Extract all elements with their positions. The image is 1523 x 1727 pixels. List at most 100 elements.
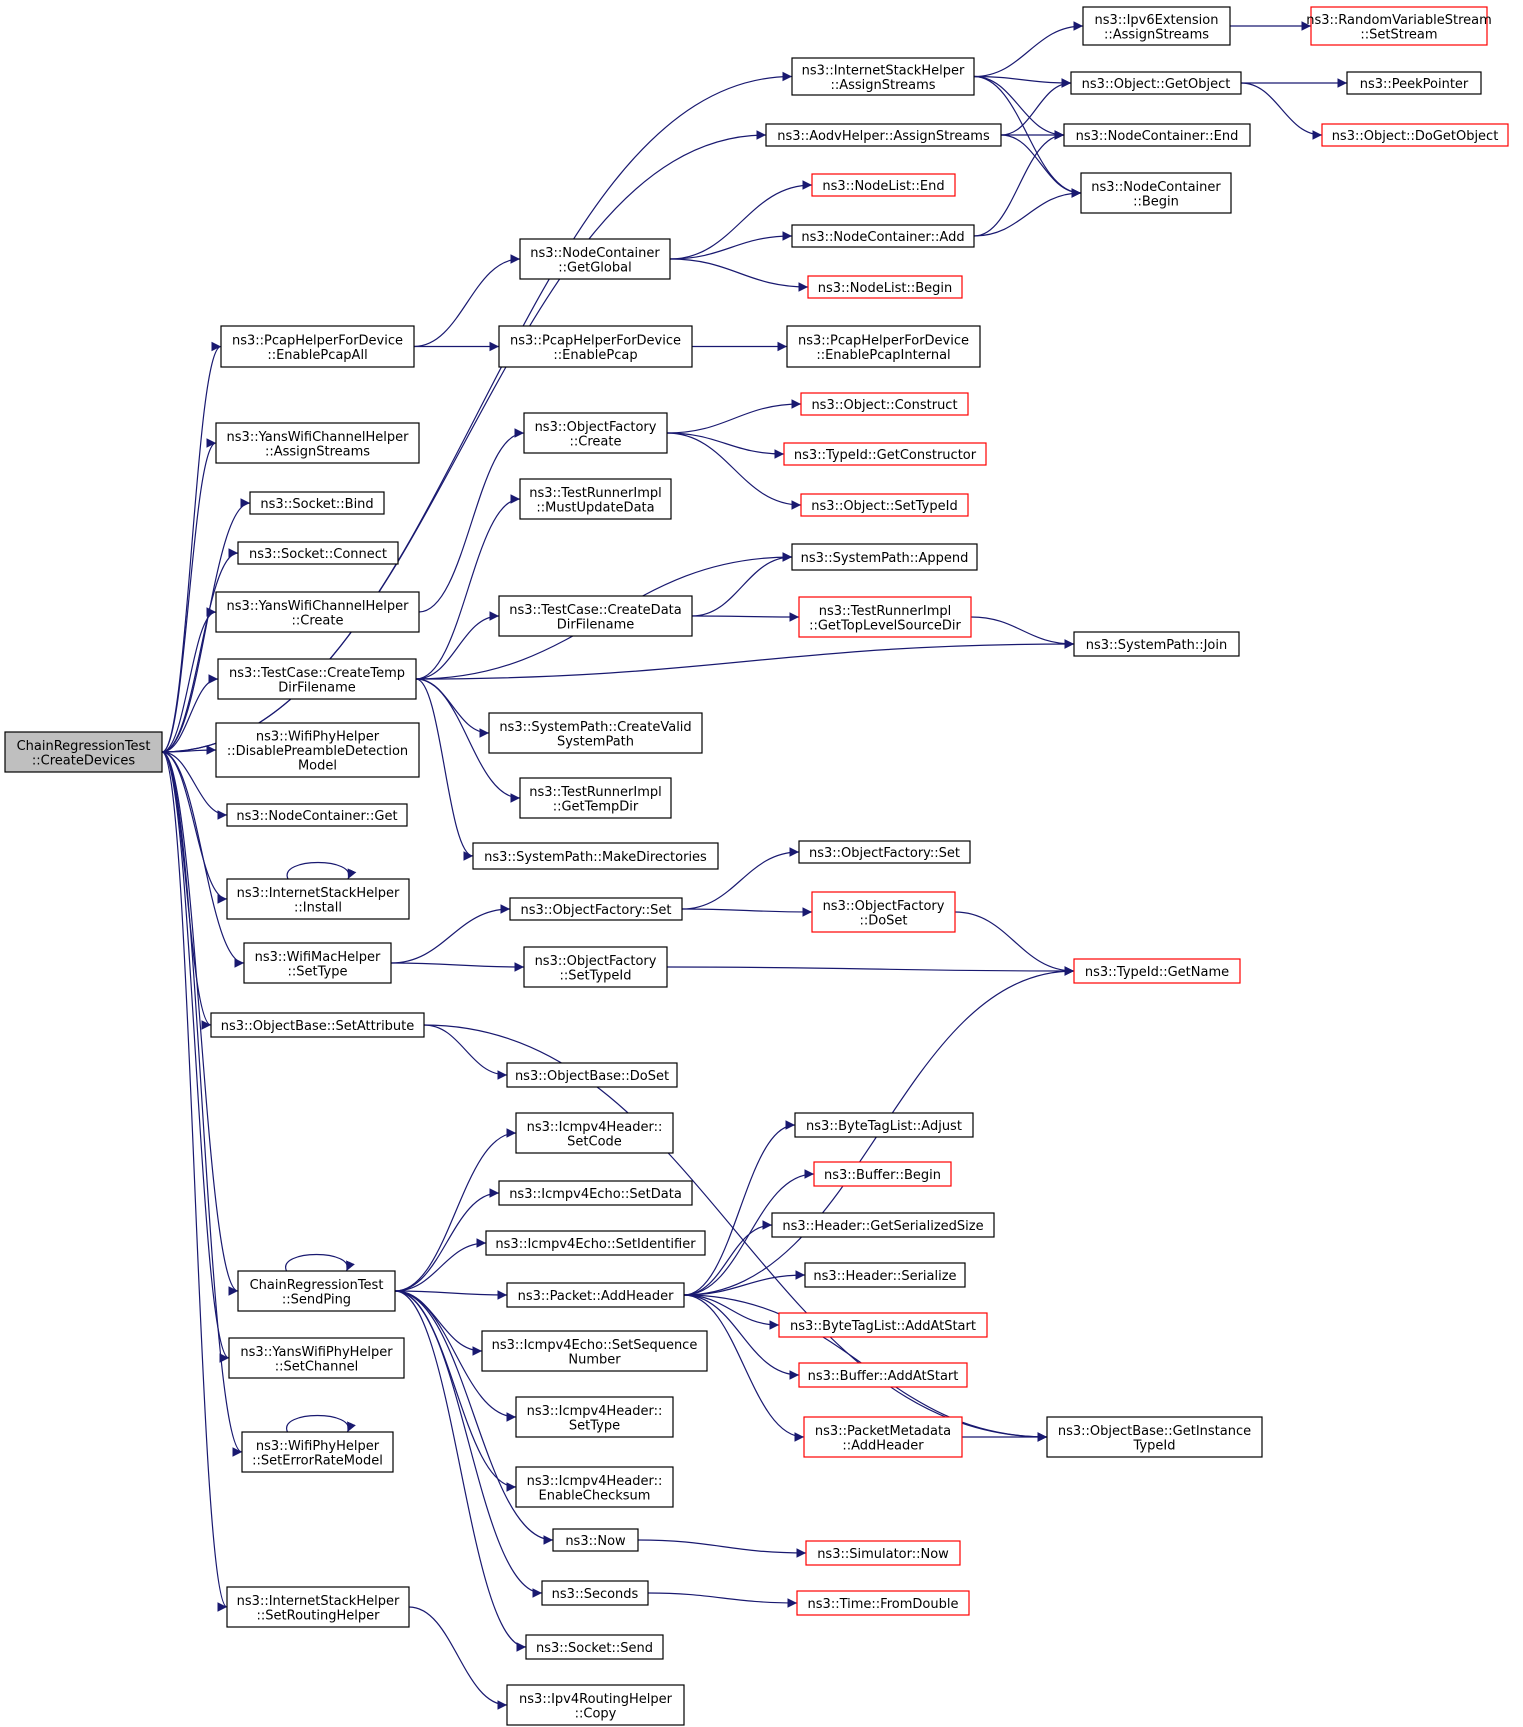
node-n-nc-add[interactable]: ns3::NodeContainer::Add [791, 224, 975, 248]
node-n-ish-srh[interactable]: ns3::InternetStackHelper::SetRoutingHelp… [226, 1586, 410, 1628]
node-n-icmp-setcode[interactable]: ns3::Icmpv4Header::SetCode [515, 1112, 674, 1154]
node-n-echo-setdata[interactable]: ns3::Icmpv4Echo::SetData [498, 1180, 693, 1206]
node-n-dogetobj[interactable]: ns3::Object::DoGetObject [1321, 123, 1509, 147]
node-label-line: ::Copy [575, 1706, 617, 1721]
node-n-sp-md[interactable]: ns3::SystemPath::MakeDirectories [472, 842, 719, 870]
node-root[interactable]: ChainRegressionTest::CreateDevices [4, 731, 163, 773]
node-n-of-set-b[interactable]: ns3::ObjectFactory::Set [509, 897, 683, 921]
node-n-sock-send[interactable]: ns3::Socket::Send [525, 1634, 664, 1660]
node-label-line: ns3::Seconds [552, 1587, 639, 1602]
node-n-pcap[interactable]: ns3::PcapHelperForDevice::EnablePcap [498, 325, 693, 368]
node-n-ipv4rh-copy[interactable]: ns3::Ipv4RoutingHelper::Copy [506, 1684, 685, 1726]
edge-n-crt-sendping-to-n-sock-send [394, 1290, 527, 1652]
node-n-sim-now[interactable]: ns3::Simulator::Now [805, 1540, 961, 1566]
node-n-now[interactable]: ns3::Now [552, 1528, 639, 1552]
edge-line [415, 611, 500, 680]
node-n-pcap-all[interactable]: ns3::PcapHelperForDevice::EnablePcapAll [220, 325, 415, 368]
node-box [4, 731, 163, 773]
node-n-of-settypeid[interactable]: ns3::ObjectFactory::SetTypeId [523, 946, 668, 988]
node-n-nl-begin[interactable]: ns3::NodeList::Begin [807, 275, 963, 299]
node-label-line: ::EnablePcap [553, 348, 637, 363]
node-n-of-create[interactable]: ns3::ObjectFactory::Create [523, 412, 668, 454]
node-n-crt-sendping[interactable]: ChainRegressionTest::SendPing [237, 1270, 396, 1312]
node-box [811, 173, 956, 197]
node-n-ipv6ext[interactable]: ns3::Ipv6Extension::AssignStreams [1082, 6, 1231, 46]
edge-line [161, 745, 217, 755]
edge-line [691, 552, 793, 617]
node-n-pm-addhdr[interactable]: ns3::PacketMetadata::AddHeader [803, 1416, 963, 1458]
node-label-line: ns3::Icmpv4Header:: [527, 1474, 663, 1489]
node-n-wph-serm[interactable]: ns3::WifiPhyHelper::SetErrorRateModel [241, 1431, 394, 1473]
node-n-nl-end[interactable]: ns3::NodeList::End [811, 173, 956, 197]
node-n-sock-bind[interactable]: ns3::Socket::Bind [249, 491, 385, 515]
node-n-buf-aas[interactable]: ns3::Buffer::AddAtStart [798, 1362, 968, 1388]
edge-n-of-doset-to-n-typeid-getname [954, 911, 1075, 976]
node-label-line: ns3::NodeContainer [530, 246, 660, 261]
edge-line [970, 616, 1075, 649]
node-n-tri-gtd[interactable]: ns3::TestRunnerImpl::GetTempDir [519, 777, 672, 819]
node-n-time-fd[interactable]: ns3::Time::FromDouble [796, 1590, 970, 1616]
node-n-pcap-int[interactable]: ns3::PcapHelperForDevice::EnablePcapInte… [786, 325, 981, 368]
node-box [226, 878, 410, 920]
edge-line [394, 1290, 517, 1492]
node-n-btl-aas[interactable]: ns3::ByteTagList::AddAtStart [778, 1312, 988, 1338]
node-n-ywch-create[interactable]: ns3::YansWifiChannelHelper::Create [215, 591, 420, 633]
node-n-aodv-as[interactable]: ns3::AodvHelper::AssignStreams [765, 123, 1002, 147]
node-n-sp-join[interactable]: ns3::SystemPath::Join [1073, 631, 1240, 657]
node-n-nc-begin[interactable]: ns3::NodeContainer::Begin [1080, 172, 1232, 214]
node-n-of-set-a[interactable]: ns3::ObjectFactory::Set [798, 840, 971, 864]
node-label-line: ns3::Buffer::AddAtStart [808, 1369, 959, 1384]
node-n-icmp-settype[interactable]: ns3::Icmpv4Header::SetType [515, 1396, 674, 1438]
node-n-btl-adjust[interactable]: ns3::ByteTagList::Adjust [794, 1112, 974, 1138]
node-n-ob-doset[interactable]: ns3::ObjectBase::DoSet [506, 1062, 678, 1088]
node-n-nc-get[interactable]: ns3::NodeContainer::Get [226, 803, 408, 827]
node-n-buf-begin[interactable]: ns3::Buffer::Begin [813, 1161, 952, 1187]
node-n-typeid-getcons[interactable]: ns3::TypeId::GetConstructor [783, 442, 987, 466]
node-n-obj-construct[interactable]: ns3::Object::Construct [800, 392, 969, 416]
node-n-sp-append[interactable]: ns3::SystemPath::Append [791, 543, 978, 571]
node-n-of-doset[interactable]: ns3::ObjectFactory::DoSet [811, 891, 956, 933]
node-label-line: ns3::AodvHelper::AssignStreams [777, 129, 990, 144]
edge-n-wph-serm-to-n-wph-serm [286, 1414, 356, 1433]
edge-line [415, 639, 1075, 680]
node-n-hdr-gss[interactable]: ns3::Header::GetSerializedSize [771, 1212, 995, 1238]
node-n-ywph-setch[interactable]: ns3::YansWifiPhyHelper::SetChannel [228, 1337, 405, 1379]
node-n-typeid-getname[interactable]: ns3::TypeId::GetName [1073, 958, 1241, 984]
node-n-ywch-as[interactable]: ns3::YansWifiChannelHelper::AssignStream… [215, 422, 420, 464]
node-n-getobj[interactable]: ns3::Object::GetObject [1070, 71, 1242, 95]
node-n-seconds[interactable]: ns3::Seconds [541, 1580, 649, 1606]
node-n-hdr-serialize[interactable]: ns3::Header::Serialize [804, 1262, 966, 1288]
node-label-line: ::Create [292, 613, 344, 628]
node-n-sock-conn[interactable]: ns3::Socket::Connect [237, 541, 399, 565]
edge-n-aodv-as-to-n-nc-begin [1000, 134, 1082, 198]
edge-root-to-n-ish-srh [161, 751, 228, 1612]
node-n-nc-end[interactable]: ns3::NodeContainer::End [1063, 123, 1251, 147]
node-n-wph-dpdm[interactable]: ns3::WifiPhyHelper::DisablePreambleDetec… [215, 722, 420, 778]
node-box [786, 325, 981, 368]
node-label-line: ::GetTopLevelSourceDir [809, 618, 961, 633]
node-box [1070, 71, 1242, 95]
node-n-wmh-settype[interactable]: ns3::WifiMacHelper::SetType [243, 942, 392, 984]
node-n-ish-as[interactable]: ns3::InternetStackHelper::AssignStreams [791, 57, 975, 96]
node-n-nc-global[interactable]: ns3::NodeContainer::GetGlobal [519, 238, 671, 280]
node-n-tri-gtlsd[interactable]: ns3::TestRunnerImpl::GetTopLevelSourceDi… [798, 596, 972, 638]
node-label-line: ns3::NodeContainer::Add [801, 230, 964, 245]
node-label-line: ::SendPing [282, 1292, 351, 1307]
node-n-tri-mud[interactable]: ns3::TestRunnerImpl::MustUpdateData [519, 478, 672, 520]
node-n-echo-setid[interactable]: ns3::Icmpv4Echo::SetIdentifier [485, 1230, 706, 1256]
node-n-ish-install[interactable]: ns3::InternetStackHelper::Install [226, 878, 410, 920]
node-n-rvs[interactable]: ns3::RandomVariableStream::SetStream [1306, 6, 1492, 46]
node-n-ob-setattr[interactable]: ns3::ObjectBase::SetAttribute [210, 1012, 425, 1038]
node-n-peek[interactable]: ns3::PeekPointer [1346, 71, 1482, 95]
edge-line [161, 607, 217, 753]
node-n-pkt-addhdr[interactable]: ns3::Packet::AddHeader [506, 1282, 685, 1308]
node-n-obj-settypeid[interactable]: ns3::Object::SetTypeId [800, 493, 969, 517]
node-n-icmp-enchk[interactable]: ns3::Icmpv4Header::EnableChecksum [515, 1466, 674, 1508]
edge-n-crt-sendping-to-n-seconds [394, 1290, 543, 1598]
